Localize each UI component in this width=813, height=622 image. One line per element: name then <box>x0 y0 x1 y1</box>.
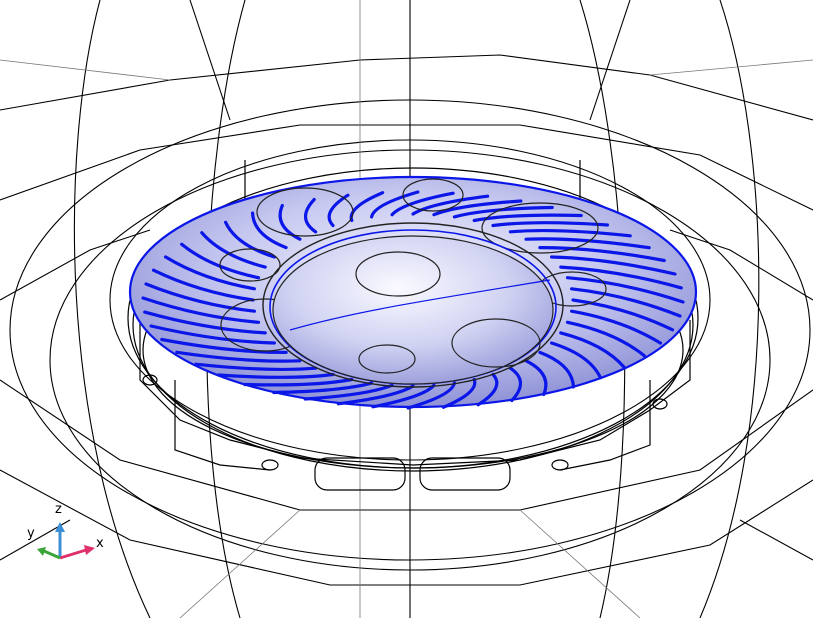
x-axis-label: x <box>96 536 104 551</box>
diffuser-blade <box>550 255 677 276</box>
diffuser-blade <box>508 228 632 238</box>
diffuser-blade <box>278 203 302 241</box>
diffuser-blade <box>149 324 276 345</box>
diffuser-blade <box>565 276 685 304</box>
diffuser-blade <box>303 383 394 401</box>
y-axis-label: y <box>27 526 35 541</box>
center-dome <box>272 235 554 385</box>
diffuser-blade <box>476 372 499 407</box>
diffuser-blade <box>559 331 626 369</box>
diffuser-blade <box>472 213 583 223</box>
diffuser-blade <box>570 287 682 318</box>
diffuser-blade <box>565 320 646 358</box>
diffuser-blade <box>390 191 455 217</box>
diffuser-blade <box>163 255 256 291</box>
diffuser-blade <box>303 197 318 234</box>
z-axis-label: z <box>55 502 62 517</box>
diffuser-blade <box>224 220 276 259</box>
x-axis-arrow <box>59 548 87 560</box>
diffuser-blade <box>175 350 302 363</box>
diffuser-blade <box>452 205 554 219</box>
diffuser-blade <box>538 245 666 263</box>
diffuser-blade <box>524 359 548 397</box>
diffuser-blade <box>217 372 335 379</box>
diffuser-blade <box>559 265 683 290</box>
diffuser-blades <box>141 190 685 410</box>
diffuser-blade <box>272 381 374 395</box>
dome-openings <box>355 251 541 374</box>
diffuser-blade <box>143 310 267 335</box>
diffuser-blade <box>151 268 255 302</box>
diffuser-blade <box>200 231 267 269</box>
diffuser-blade <box>180 242 261 280</box>
diffuser-blade <box>538 350 575 389</box>
y-axis-arrow <box>43 549 61 560</box>
diffuser-blade <box>251 211 288 250</box>
diffuser-blade <box>570 309 663 345</box>
diffuser-blade <box>336 384 415 406</box>
diffuser-blade <box>524 237 651 250</box>
diffuser-blade <box>571 298 675 332</box>
diffuser-blade <box>371 383 436 409</box>
center-rim <box>262 222 564 388</box>
diffuser-blade <box>491 221 609 228</box>
diffuser-blade <box>550 341 602 380</box>
diffuser-blade <box>441 377 477 409</box>
diffuser-blade <box>160 337 288 355</box>
axis-triad: z x y <box>18 502 118 578</box>
diffuser-blade <box>508 366 523 403</box>
diffuser-blade <box>432 199 523 217</box>
diffuser-blade <box>141 296 261 324</box>
diffuser-blade <box>144 282 256 313</box>
diffuser-blade <box>243 377 354 387</box>
diffuser-blade <box>370 190 420 219</box>
dome-seam <box>289 279 551 331</box>
diffuser-blade <box>411 194 490 216</box>
diffuser-blade <box>406 381 456 410</box>
diffuser-blade <box>194 362 318 372</box>
